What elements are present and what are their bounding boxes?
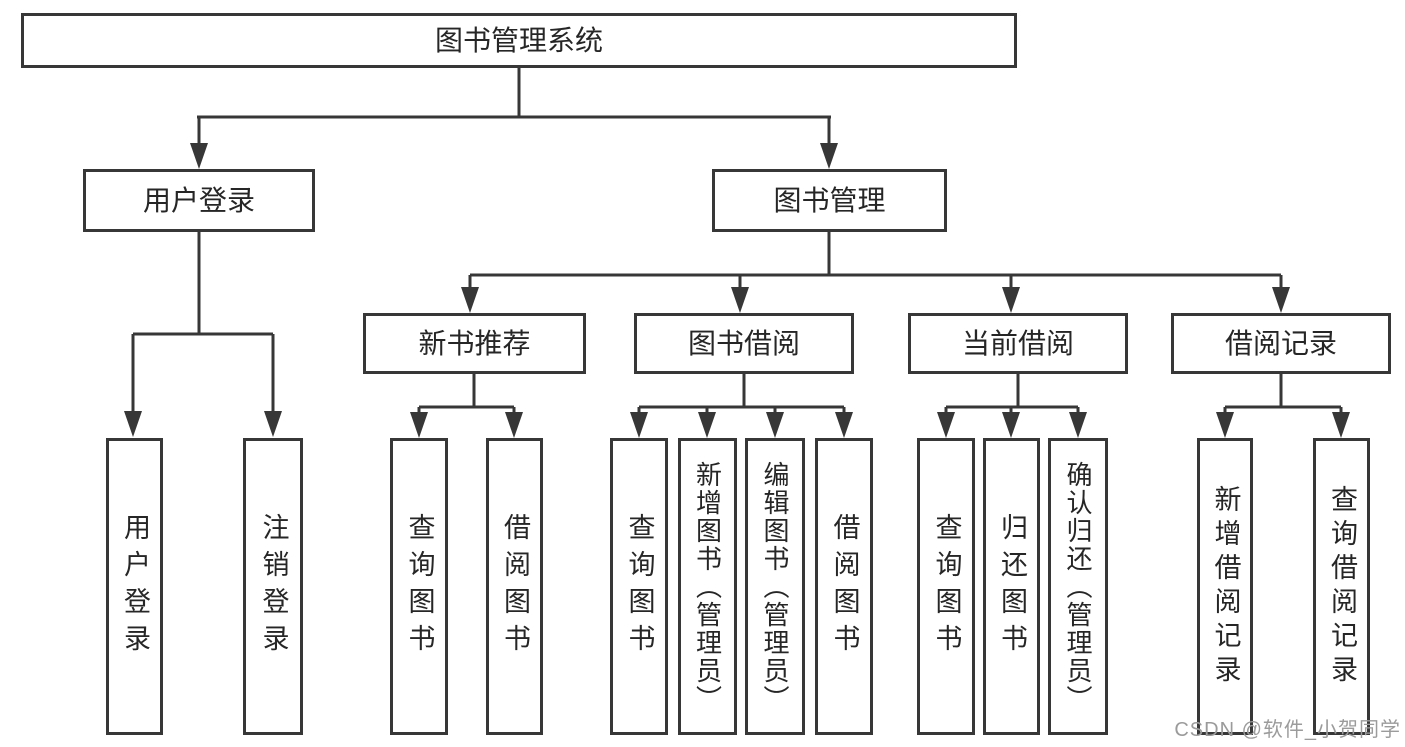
connector-borrowing-to-leaves: [637, 374, 846, 416]
connector-current-to-leaves: [944, 374, 1080, 416]
arrow-down-icon: [264, 411, 282, 437]
node-confirm-return-admin: 确认归还（管理员）: [1048, 438, 1108, 735]
node-add-borrow-record: 新增借阅记录: [1197, 438, 1253, 735]
arrow-down-icon: [937, 412, 955, 438]
node-borrowing-records: 借阅记录: [1171, 313, 1391, 374]
arrow-down-icon: [505, 412, 523, 438]
arrow-down-icon: [820, 143, 838, 169]
node-current-query-books: 查询图书: [917, 438, 975, 735]
node-recommend-query-books: 查询图书: [390, 438, 448, 735]
node-query-borrow-record: 查询借阅记录: [1313, 438, 1370, 735]
arrow-down-icon: [630, 412, 648, 438]
connector-recommend-to-leaves: [417, 374, 516, 416]
node-borrowing-query-books: 查询图书: [610, 438, 668, 735]
node-borrowing-borrow-books: 借阅图书: [815, 438, 873, 735]
arrow-down-icon: [698, 412, 716, 438]
connector-userlogin-to-leaves: [131, 232, 275, 414]
arrow-down-icon: [1332, 412, 1350, 438]
connector-root-to-level2: [197, 68, 831, 146]
node-user-login: 用户登录: [83, 169, 315, 232]
arrow-down-icon: [1216, 412, 1234, 438]
node-book-management: 图书管理: [712, 169, 947, 232]
arrow-down-icon: [190, 143, 208, 169]
arrow-down-icon: [1002, 412, 1020, 438]
node-current-borrowing: 当前借阅: [908, 313, 1128, 374]
arrow-down-icon: [835, 412, 853, 438]
node-edit-books-admin: 编辑图书（管理员）: [745, 438, 805, 735]
node-library-management-system: 图书管理系统: [21, 13, 1017, 68]
arrow-down-icon: [461, 287, 479, 313]
node-logout-leaf: 注销登录: [243, 438, 303, 735]
node-return-books: 归还图书: [983, 438, 1040, 735]
arrow-down-icon: [124, 411, 142, 437]
arrow-down-icon: [1002, 287, 1020, 313]
watermark: CSDN @软件_小贺同学: [1174, 719, 1401, 741]
arrow-down-icon: [766, 412, 784, 438]
node-recommend-borrow-books: 借阅图书: [486, 438, 543, 735]
connector-records-to-leaves: [1223, 374, 1343, 416]
arrow-down-icon: [731, 287, 749, 313]
node-book-borrowing: 图书借阅: [634, 313, 854, 374]
node-new-book-recommendation: 新书推荐: [363, 313, 586, 374]
arrowheads: [124, 143, 1350, 438]
connector-bookmgmt-to-level3: [468, 232, 1283, 290]
arrow-down-icon: [410, 412, 428, 438]
node-add-books-admin: 新增图书（管理员）: [678, 438, 737, 735]
arrow-down-icon: [1069, 412, 1087, 438]
node-user-login-leaf: 用户登录: [106, 438, 163, 735]
arrow-down-icon: [1272, 287, 1290, 313]
